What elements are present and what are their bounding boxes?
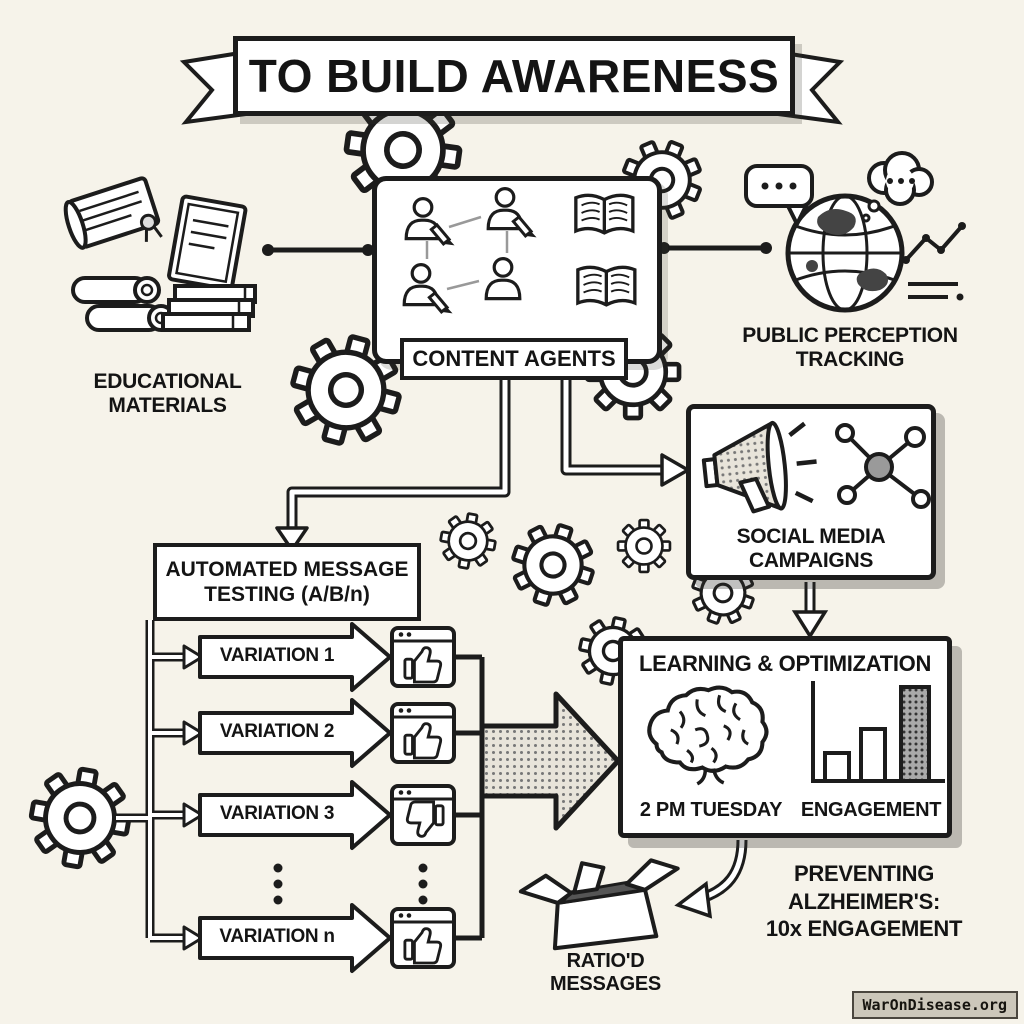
collector-lines [454, 654, 485, 941]
content-agents-label: CONTENT AGENTS [400, 338, 628, 380]
scroll-icon [71, 276, 175, 332]
brain-schedule-label: 2 PM TUESDAY [639, 799, 783, 821]
open-book-icon [574, 193, 635, 235]
educational-materials-label: EDUCATIONAL MATERIALS [93, 370, 242, 418]
block-arrow-icon [479, 691, 621, 831]
automated-testing-box: AUTOMATED MESSAGE TESTING (A/B/n) [153, 543, 421, 621]
open-box-icon [518, 858, 680, 951]
arrow-content-to-social [560, 368, 690, 487]
arrow-social-to-learning [791, 582, 829, 640]
gear-icon [482, 494, 625, 637]
learning-optimization-box: LEARNING & OPTIMIZATION 2 PM TUESDAY ENG… [618, 636, 952, 838]
outcome-text: PREVENTING ALZHEIMER'S: 10x ENGAGEMENT [765, 861, 963, 941]
arrow-content-to-testing [275, 368, 511, 552]
variation-n-label: VARIATION n [219, 926, 335, 947]
automated-testing-label: AUTOMATED MESSAGE TESTING (A/B/n) [165, 557, 409, 606]
variation-branch-tree [116, 620, 204, 951]
public-perception-illustration [744, 151, 966, 313]
brain-icon [647, 685, 769, 786]
learning-title: LEARNING & OPTIMIZATION [638, 651, 932, 676]
variation-arrow-shape [198, 698, 392, 768]
browser-window-icon [390, 907, 456, 969]
booklet-icon [167, 194, 248, 292]
watermark: WarOnDisease.org [851, 991, 1018, 1019]
bar-chart-icon [811, 681, 945, 783]
educational-materials-illustration [63, 176, 257, 332]
variation-arrow-shape [198, 903, 392, 973]
gear-icon [605, 507, 683, 585]
arrow-learning-to-ratiod [674, 839, 748, 919]
browser-window-icon [390, 702, 456, 764]
social-media-illustration [701, 420, 931, 514]
scroll-icon [63, 176, 163, 250]
public-perception-label: PUBLIC PERCEPTION TRACKING [742, 324, 958, 372]
browser-window-icon [390, 626, 456, 688]
connector-content-to-perception [658, 242, 772, 254]
variation-arrow-shape [198, 622, 392, 692]
variation-3-label: VARIATION 3 [219, 803, 335, 824]
connector-edu-to-content [262, 244, 374, 256]
book-stack-icon [161, 284, 257, 332]
content-agents-box [372, 176, 662, 364]
globe-icon [785, 193, 905, 313]
list-icon [908, 282, 964, 301]
social-media-label: SOCIAL MEDIA CAMPAIGNS [736, 525, 886, 573]
ellipsis-dots [273, 863, 428, 905]
social-media-box: SOCIAL MEDIA CAMPAIGNS [686, 404, 936, 580]
content-agents-label-text: CONTENT AGENTS [412, 346, 616, 371]
engagement-label: ENGAGEMENT [800, 799, 942, 821]
content-agents-illustration [402, 187, 637, 317]
thought-cloud-icon [861, 151, 934, 223]
variation-arrow-shape [198, 780, 392, 850]
ratiod-messages-label: RATIO'D MESSAGES [550, 950, 661, 995]
banner: TO BUILD AWARENESS [233, 36, 795, 116]
speech-bubble-icon [744, 164, 814, 229]
variation-2-label: VARIATION 2 [219, 721, 335, 742]
browser-window-icon [390, 784, 456, 846]
variation-arrows [198, 622, 392, 973]
banner-title: TO BUILD AWARENESS [248, 50, 780, 102]
person-icon [484, 257, 522, 301]
megaphone-icon [701, 420, 817, 514]
trend-chart-icon [902, 222, 966, 264]
network-icon [835, 423, 931, 509]
variation-1-label: VARIATION 1 [219, 645, 335, 666]
open-book-icon [576, 265, 637, 307]
gear-icon [422, 495, 514, 587]
